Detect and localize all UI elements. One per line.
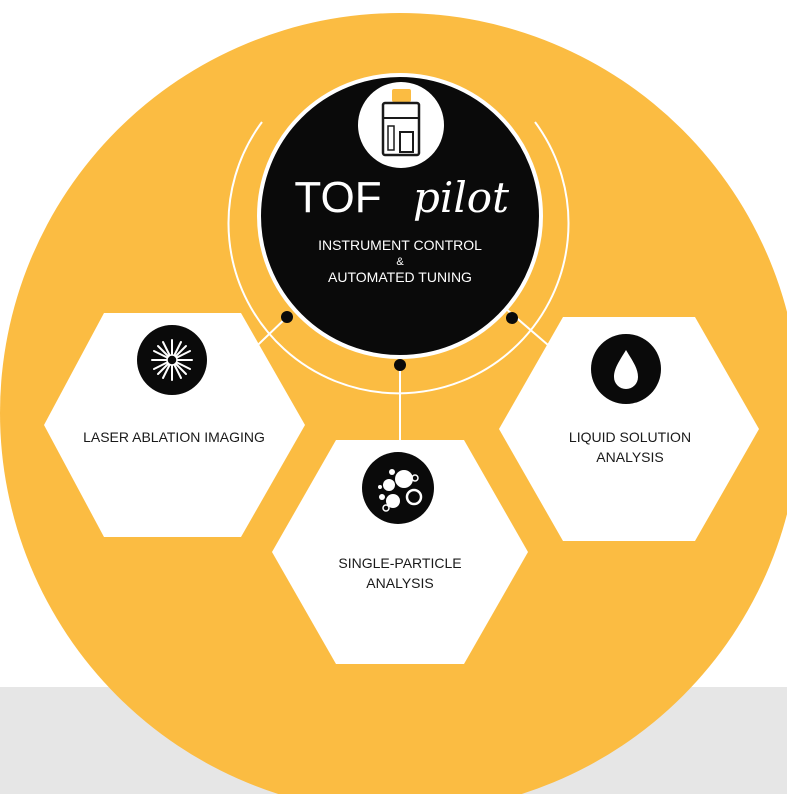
particle-label-line2: ANALYSIS [366, 575, 433, 591]
instrument-icon [358, 82, 444, 168]
hexagon-particle [272, 440, 528, 664]
center-circle [257, 73, 543, 359]
node-liquid-solution: LIQUID SOLUTION ANALYSIS [499, 317, 759, 541]
laser-label-line1: LASER ABLATION IMAGING [83, 429, 265, 445]
subtitle-line3: AUTOMATED TUNING [328, 269, 472, 285]
particle-label-line1: SINGLE-PARTICLE [338, 555, 461, 571]
particles-icon [362, 452, 434, 524]
node-dot-laser [281, 311, 293, 323]
hexagon-laser [44, 313, 305, 537]
liquid-label-line2: ANALYSIS [596, 449, 663, 465]
node-dot-particle [394, 359, 406, 371]
laser-burst-icon [137, 325, 207, 395]
hexagon-liquid [499, 317, 759, 541]
node-single-particle: SINGLE-PARTICLE ANALYSIS [272, 440, 528, 664]
brand-primary: TOF [294, 173, 381, 222]
outer-arc [227, 121, 570, 395]
node-dot-liquid [506, 312, 518, 324]
subtitle-line1: INSTRUMENT CONTROL [318, 237, 482, 253]
liquid-label-line1: LIQUID SOLUTION [569, 429, 691, 445]
droplet-icon [591, 334, 661, 404]
brand-script: pilot [413, 173, 509, 222]
background-circle [0, 13, 787, 794]
node-laser-ablation: LASER ABLATION IMAGING [44, 313, 305, 537]
subtitle-line2: & [396, 256, 404, 268]
